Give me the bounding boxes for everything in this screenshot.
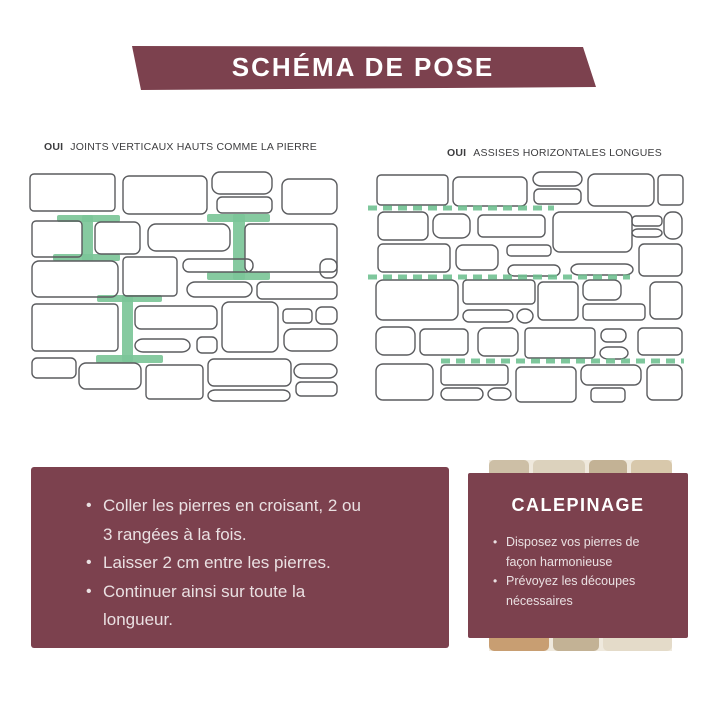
stone xyxy=(487,387,512,401)
stone xyxy=(537,281,579,321)
stone xyxy=(631,228,663,238)
stone xyxy=(134,305,218,330)
list-item: Disposez vos pierres de façon harmonieus… xyxy=(493,533,680,572)
instructions-list: Coller les pierres en croisant, 2 ou 3 r… xyxy=(31,467,449,635)
stone xyxy=(663,211,683,240)
caption-text-right: ASSISES HORIZONTALES LONGUES xyxy=(473,147,662,159)
stone xyxy=(570,263,634,276)
stone xyxy=(375,363,434,401)
stone xyxy=(216,196,273,214)
stone xyxy=(315,306,338,325)
joint-highlight xyxy=(82,215,93,261)
joint-highlight xyxy=(122,295,133,362)
joint-highlight xyxy=(207,272,270,280)
stone xyxy=(145,364,204,400)
stone xyxy=(375,279,459,321)
stone xyxy=(580,364,642,386)
right-wall-diagram xyxy=(368,171,684,403)
calepinage-list: Disposez vos pierres de façon harmonieus… xyxy=(468,533,688,611)
stone xyxy=(524,327,596,359)
stone xyxy=(282,308,313,324)
stone xyxy=(293,363,338,379)
list-item: Coller les pierres en croisant, 2 ou 3 r… xyxy=(86,492,437,549)
stone xyxy=(31,357,77,379)
stone xyxy=(31,303,119,352)
caption-oui-right: OUI xyxy=(447,147,467,159)
stone xyxy=(122,175,208,215)
stone xyxy=(462,309,514,323)
stone xyxy=(455,244,499,271)
caption-oui-left: OUI xyxy=(44,141,64,153)
stone xyxy=(477,214,546,238)
stone xyxy=(599,346,629,360)
stone xyxy=(432,213,471,239)
stone xyxy=(375,326,416,356)
stone xyxy=(533,188,582,205)
stone xyxy=(256,281,338,300)
joint-highlight xyxy=(53,254,120,261)
stone xyxy=(78,362,142,390)
stone xyxy=(600,328,627,343)
stone xyxy=(207,389,291,402)
stone xyxy=(637,327,683,356)
stone xyxy=(477,327,519,357)
stone xyxy=(29,173,116,212)
stone xyxy=(419,328,469,356)
stone xyxy=(221,301,279,353)
stone xyxy=(587,173,655,207)
stone xyxy=(283,328,338,352)
stone xyxy=(631,215,663,227)
stone xyxy=(134,338,191,353)
stone xyxy=(186,281,253,298)
stone xyxy=(196,336,218,354)
stone xyxy=(532,171,583,187)
stone xyxy=(515,366,577,403)
stone xyxy=(377,211,429,241)
stone xyxy=(590,387,626,403)
calepinage-panel: CALEPINAGE Disposez vos pierres de façon… xyxy=(468,473,688,638)
stone xyxy=(31,260,119,298)
stone xyxy=(440,387,484,401)
stone xyxy=(638,243,683,277)
stone xyxy=(122,256,178,297)
stone xyxy=(94,221,141,255)
stone xyxy=(582,279,622,301)
list-item: Prévoyez les découpes nécessaires xyxy=(493,572,680,611)
stone xyxy=(376,174,449,206)
stone xyxy=(440,364,509,386)
stone xyxy=(31,220,83,258)
instructions-panel: Coller les pierres en croisant, 2 ou 3 r… xyxy=(31,467,449,648)
stone xyxy=(552,211,633,253)
stone xyxy=(506,244,552,257)
stone xyxy=(295,381,338,397)
stone xyxy=(452,176,528,207)
stone xyxy=(319,258,338,279)
list-item: Continuer ainsi sur toute la longueur. xyxy=(86,578,437,635)
calepinage-title: CALEPINAGE xyxy=(511,495,645,515)
stone xyxy=(377,243,451,273)
right-diagram-caption: OUI ASSISES HORIZONTALES LONGUES xyxy=(447,147,662,159)
stone xyxy=(147,223,231,252)
stone xyxy=(462,279,536,305)
left-wall-diagram xyxy=(29,171,338,402)
header-banner: SCHÉMA DE POSE xyxy=(132,46,596,90)
stone xyxy=(507,264,561,277)
page-title: SCHÉMA DE POSE xyxy=(231,51,495,82)
stone xyxy=(649,281,683,320)
stone xyxy=(211,171,273,195)
left-diagram-caption: OUI JOINTS VERTICAUX HAUTS COMME LA PIERR… xyxy=(44,141,317,153)
stone xyxy=(244,223,338,273)
stone xyxy=(582,303,646,321)
stone xyxy=(657,174,684,206)
stone xyxy=(646,364,683,401)
caption-text-left: JOINTS VERTICAUX HAUTS COMME LA PIERRE xyxy=(70,141,317,153)
stone xyxy=(281,178,338,215)
joint-highlight xyxy=(96,355,163,363)
joint-highlight xyxy=(233,214,245,280)
stone xyxy=(207,358,292,387)
stone xyxy=(182,258,254,273)
list-item: Laisser 2 cm entre les pierres. xyxy=(86,549,437,578)
stone xyxy=(516,308,534,324)
